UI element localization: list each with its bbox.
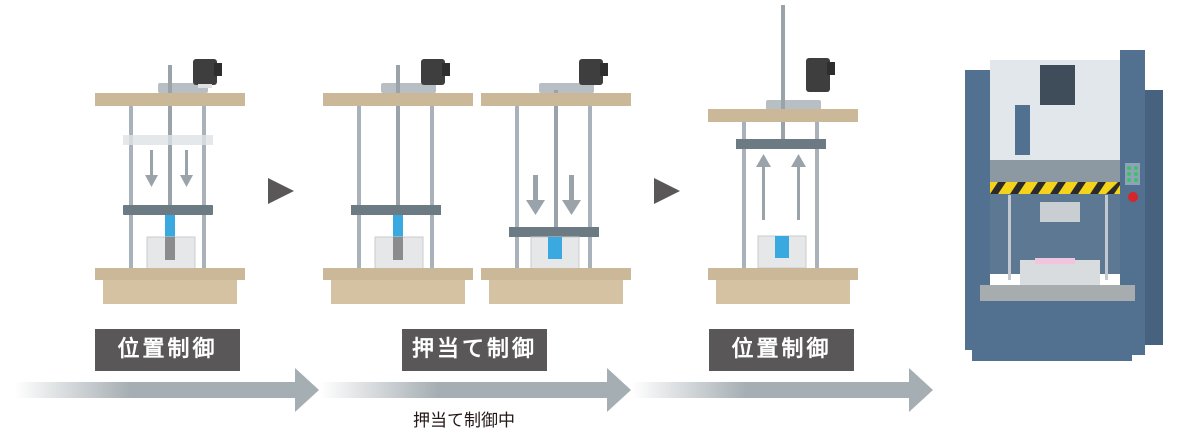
press-stage-3 xyxy=(708,5,858,304)
servo-press-machine xyxy=(965,50,1163,361)
servo-motor-icon xyxy=(539,59,608,93)
timeline-arrow-icon xyxy=(632,368,933,412)
servo-motor-icon xyxy=(381,59,450,93)
ram-ghost xyxy=(123,135,213,145)
step-triangle-icon xyxy=(654,178,680,204)
down-arrow-icon xyxy=(526,175,581,215)
pressing-control-caption: 押当て制御中 xyxy=(413,411,515,431)
step-triangle-icon xyxy=(268,178,294,204)
top-plate xyxy=(95,93,245,106)
up-arrow-icon xyxy=(756,154,806,220)
stage-label-1: 位置制御 xyxy=(95,329,240,371)
down-arrow-icon xyxy=(145,150,193,187)
ball-screw-icon xyxy=(554,90,558,230)
hazard-stripe xyxy=(990,182,1120,194)
press-stage-2b xyxy=(481,59,631,304)
base-plate xyxy=(95,268,245,280)
ball-screw-icon xyxy=(781,5,785,140)
stage-label-2: 押当て制御 xyxy=(402,329,547,371)
punch xyxy=(165,215,175,250)
ram-plate-icon xyxy=(736,139,826,149)
press-stage-1 xyxy=(95,59,245,304)
servo-motor-icon xyxy=(766,58,835,110)
ball-screw-icon xyxy=(396,65,400,205)
ram-plate-icon xyxy=(509,227,599,237)
timeline-arrow-icon xyxy=(320,368,631,412)
servo-motor-icon xyxy=(158,59,222,93)
ram-plate-icon xyxy=(351,205,441,215)
emergency-stop-icon xyxy=(1128,192,1138,202)
press-stage-2a xyxy=(323,59,473,304)
timeline-arrow-icon xyxy=(15,368,319,412)
ram-plate-icon xyxy=(123,205,213,215)
stage-label-3: 位置制御 xyxy=(709,329,854,371)
